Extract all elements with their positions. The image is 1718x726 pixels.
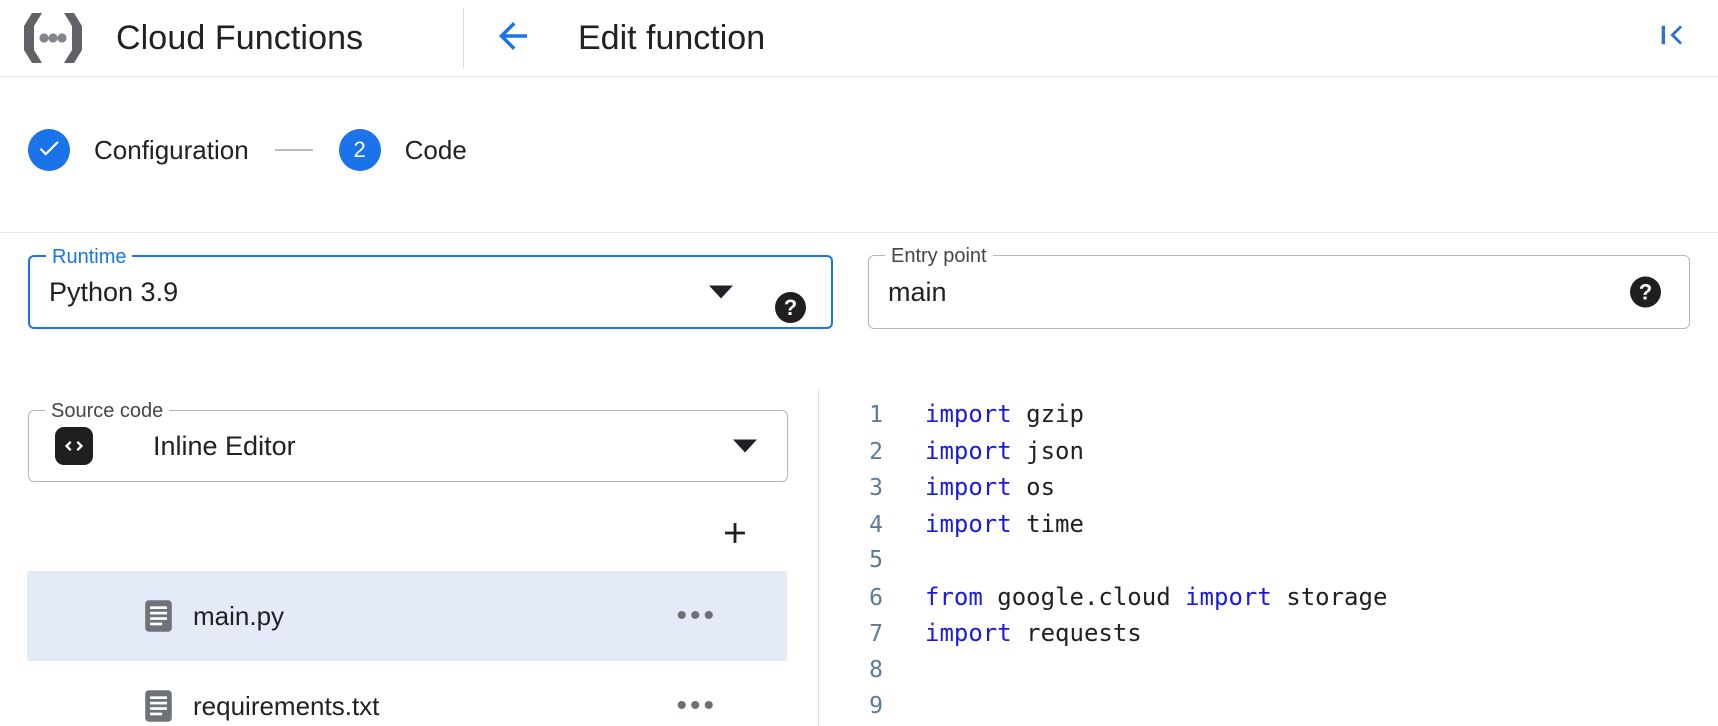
back-button[interactable]	[487, 13, 539, 63]
add-file-button[interactable]	[712, 512, 758, 558]
code-line[interactable]: 2 import json	[841, 433, 1701, 470]
code-keyword: import	[1185, 582, 1272, 611]
code-text[interactable]: import requests	[925, 615, 1142, 652]
line-number: 7	[869, 621, 883, 647]
list-item[interactable]: requirements.txt •••	[27, 661, 787, 726]
code-line[interactable]: 9	[841, 688, 1701, 725]
code-line[interactable]: 3 import os	[841, 469, 1701, 506]
editor-divider	[818, 390, 819, 726]
code-text[interactable]: import time	[925, 506, 1084, 543]
source-code-select[interactable]: Source code Inline Editor	[28, 399, 788, 482]
file-name: requirements.txt	[193, 691, 380, 721]
stepper-connector	[274, 149, 313, 151]
code-editor[interactable]: 1 import gzip 2 import json 3 import os 4 impor…	[841, 396, 1701, 726]
code-text[interactable]: from google.cloud import storage	[925, 579, 1387, 616]
line-number: 1	[869, 402, 883, 428]
stepper-step-number: 2	[353, 137, 366, 162]
code-line[interactable]: 6 from google.cloud import storage	[841, 579, 1701, 616]
code-identifier: json	[1011, 436, 1084, 465]
plus-icon	[718, 516, 752, 555]
line-number: 6	[869, 584, 883, 611]
runtime-label: Runtime	[46, 245, 133, 269]
source-code-label: Source code	[45, 399, 170, 423]
chevron-down-icon[interactable]	[709, 285, 733, 299]
code-identifier: gzip	[1011, 400, 1084, 428]
code-keyword: import	[925, 619, 1012, 647]
entry-point-label: Entry point	[885, 244, 993, 268]
stepper-step-configuration[interactable]	[28, 129, 70, 171]
line-number: 5	[869, 547, 883, 573]
file-icon	[144, 599, 173, 633]
stepper-steps: Configuration 2 Code	[28, 129, 467, 171]
line-number: 9	[869, 693, 883, 719]
file-row-more-options[interactable]: •••	[676, 599, 717, 632]
wizard-stepper: Configuration 2 Code	[0, 77, 1718, 233]
entry-point-value[interactable]: main	[888, 277, 947, 307]
list-item[interactable]: main.py •••	[27, 571, 787, 661]
code-line[interactable]: 8	[841, 652, 1701, 689]
code-identifier: os	[1011, 473, 1056, 501]
code-identifier: requests	[1011, 619, 1142, 647]
file-name: main.py	[193, 601, 285, 631]
source-file-list: main.py ••• requirements.txt •••	[27, 571, 787, 726]
chevron-down-icon[interactable]	[733, 439, 757, 453]
stepper-label-configuration[interactable]: Configuration	[94, 135, 249, 165]
code-identifier: google.cloud	[982, 582, 1186, 611]
cloud-functions-logo-icon	[22, 10, 84, 66]
stepper-label-code[interactable]: Code	[404, 135, 467, 165]
line-number: 8	[869, 656, 883, 683]
header-divider	[463, 8, 464, 68]
code-text[interactable]: import os	[925, 469, 1055, 506]
code-line[interactable]: 1 import gzip	[841, 396, 1701, 433]
code-brackets-icon	[55, 427, 93, 465]
entry-point-help-icon[interactable]: ?	[1630, 276, 1661, 308]
code-text[interactable]: import gzip	[925, 396, 1084, 433]
code-keyword: import	[925, 436, 1012, 465]
arrow-left-icon	[492, 15, 534, 62]
runtime-select[interactable]: Runtime Python 3.9	[28, 245, 833, 329]
line-number: 3	[869, 475, 883, 501]
file-row-more-options[interactable]: •••	[676, 689, 717, 722]
code-keyword: import	[925, 509, 1012, 538]
line-number: 4	[869, 511, 883, 538]
page-title: Edit function	[578, 19, 766, 57]
stepper-step-code[interactable]: 2	[338, 129, 381, 171]
code-line[interactable]: 4 import time	[841, 506, 1701, 543]
app-header: Cloud Functions Edit function	[0, 0, 1718, 77]
runtime-help-icon[interactable]: ?	[775, 292, 806, 323]
code-identifier: time	[1011, 509, 1084, 538]
code-text[interactable]: import json	[925, 433, 1084, 470]
brand-title: Cloud Functions	[116, 19, 364, 57]
check-icon	[36, 135, 62, 166]
source-code-value: Inline Editor	[153, 431, 296, 461]
file-icon	[144, 689, 173, 723]
collapse-panel-left-icon	[1656, 18, 1690, 57]
code-keyword: import	[925, 400, 1012, 428]
code-identifier: storage	[1271, 582, 1388, 611]
code-line[interactable]: 5	[841, 542, 1701, 579]
code-keyword: import	[925, 473, 1012, 501]
line-number: 2	[869, 438, 883, 465]
entry-point-input[interactable]: Entry point main ?	[868, 244, 1690, 329]
code-line[interactable]: 7 import requests	[841, 615, 1701, 652]
collapse-panel-button[interactable]	[1650, 14, 1696, 60]
code-keyword: from	[925, 582, 983, 611]
brand[interactable]: Cloud Functions	[22, 7, 363, 69]
runtime-value: Python 3.9	[49, 277, 179, 307]
